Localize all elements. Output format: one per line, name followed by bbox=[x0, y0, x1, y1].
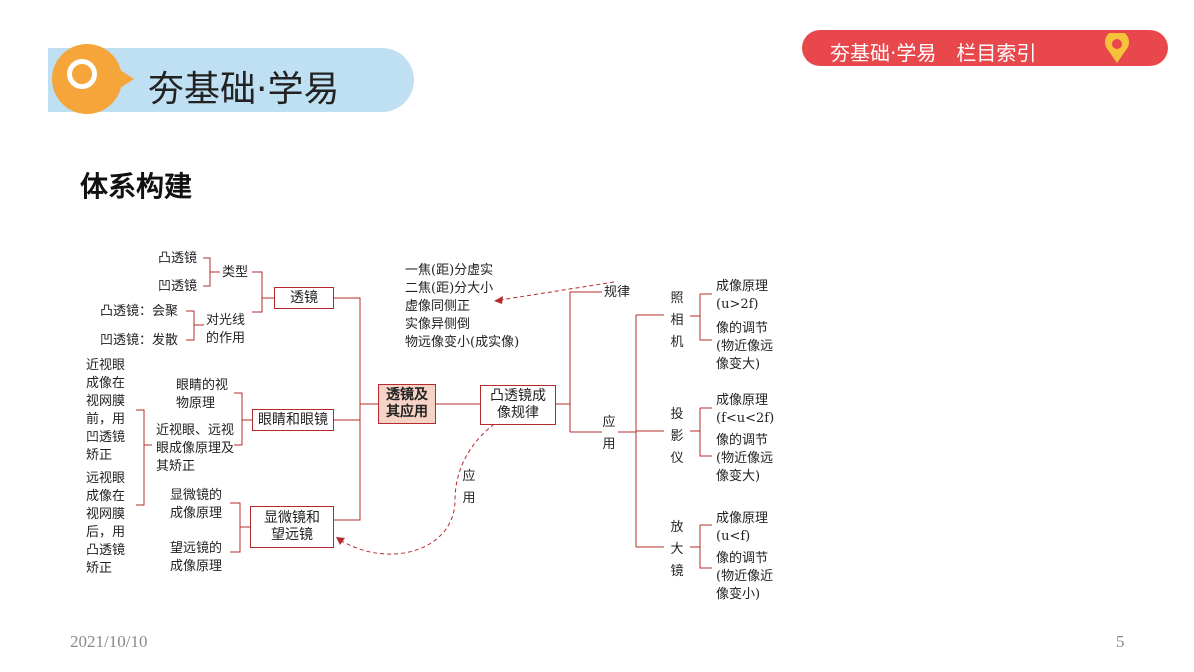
rule-line-5: 物远像变小(成实像) bbox=[405, 335, 520, 350]
node-lens: 透镜 bbox=[274, 287, 334, 309]
eye-correction: 近视眼、远视眼成像原理及其矫正 bbox=[156, 423, 235, 474]
rule-line-3: 虚像同侧正 bbox=[405, 299, 471, 314]
eye-hyperopia: 远视眼成像在视网膜后，用凸透镜矫正 bbox=[86, 471, 126, 576]
page-number: 5 bbox=[1116, 632, 1125, 651]
microscope-principle: 显微镜的成像原理 bbox=[170, 488, 223, 521]
magnifier-condition: (u<f) bbox=[716, 529, 751, 544]
rule-line-2: 二焦(距)分大小 bbox=[405, 281, 494, 296]
eye-myopia: 近视眼成像在视网膜前，用凹透镜矫正 bbox=[86, 358, 126, 463]
header-arrow-icon bbox=[108, 62, 134, 96]
magnifier-adjust: 像的调节 bbox=[716, 551, 769, 566]
type-concave-lens: 凹透镜 bbox=[158, 279, 198, 294]
rule-line-1: 一焦(距)分虚实 bbox=[405, 263, 494, 278]
page-title: 夯基础·学易 bbox=[148, 69, 340, 110]
projector-label: 投影仪 bbox=[670, 407, 684, 466]
type-convex-lens: 凸透镜 bbox=[158, 251, 198, 266]
camera-condition: (u>2f) bbox=[716, 297, 759, 312]
camera-adjust-detail: (物近像远像变大) bbox=[716, 339, 774, 372]
lens-type-label: 类型 bbox=[222, 265, 249, 280]
telescope-principle: 望远镜的成像原理 bbox=[170, 541, 223, 574]
projector-condition: (f<u<2f) bbox=[716, 411, 775, 426]
eye-principle: 眼睛的视物原理 bbox=[176, 378, 229, 411]
section-index-label[interactable]: 夯基础·学易 栏目索引 bbox=[830, 41, 1037, 65]
node-microscope-telescope: 显微镜和望远镜 bbox=[250, 506, 334, 548]
projector-adjust: 像的调节 bbox=[716, 433, 769, 448]
camera-adjust: 像的调节 bbox=[716, 321, 769, 336]
rules-label: 规律 bbox=[604, 285, 631, 300]
node-eye-glasses: 眼睛和眼镜 bbox=[252, 409, 334, 431]
apply-label: 应用 bbox=[602, 415, 616, 452]
magnifier-label: 放大镜 bbox=[670, 520, 684, 579]
footer-date: 2021/10/10 bbox=[70, 632, 148, 651]
effect-concave: 凹透镜：发散 bbox=[100, 333, 179, 348]
projector-adjust-detail: (物近像远像变大) bbox=[716, 451, 774, 484]
node-imaging-rules: 凸透镜成像规律 bbox=[480, 385, 556, 425]
section-title: 体系构建 bbox=[80, 170, 193, 203]
magnifier-principle: 成像原理 bbox=[716, 511, 769, 526]
camera-label: 照相机 bbox=[670, 291, 684, 350]
rule-line-4: 实像异侧倒 bbox=[405, 317, 471, 332]
camera-principle: 成像原理 bbox=[716, 279, 769, 294]
location-pin-icon[interactable] bbox=[1100, 33, 1134, 65]
lens-effect-label: 对光线的作用 bbox=[206, 313, 246, 346]
magnifier-adjust-detail: (物近像近像变小) bbox=[716, 569, 774, 602]
target-icon bbox=[67, 59, 97, 89]
node-center: 透镜及其应用 bbox=[378, 384, 436, 424]
dashed-apply-label: 应用 bbox=[462, 469, 476, 506]
projector-principle: 成像原理 bbox=[716, 393, 769, 408]
effect-convex: 凸透镜：会聚 bbox=[100, 304, 179, 319]
